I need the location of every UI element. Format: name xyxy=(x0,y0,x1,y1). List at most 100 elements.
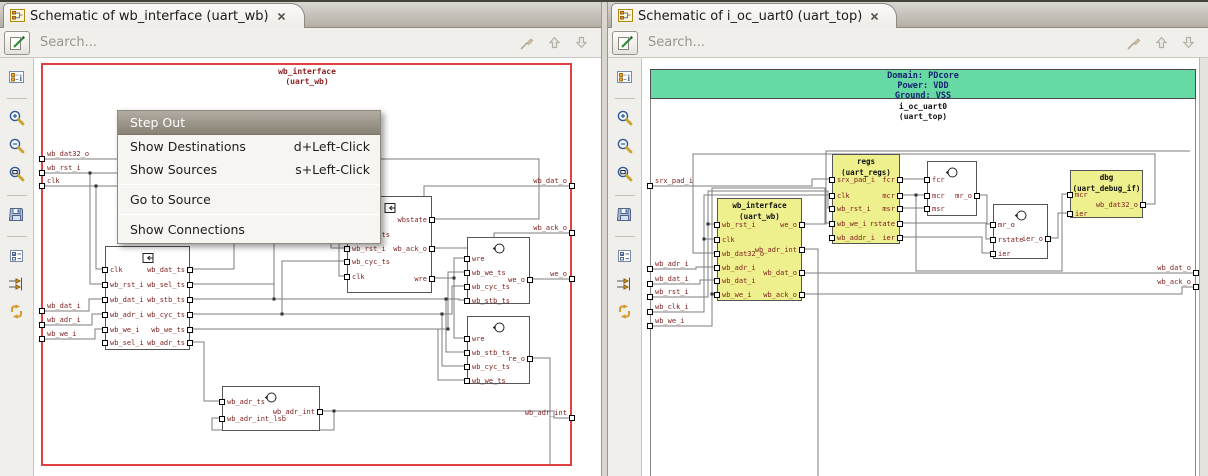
port-stub xyxy=(1045,236,1051,242)
port-label: fcr xyxy=(932,176,945,184)
reload-button[interactable] xyxy=(612,301,638,325)
zoom-in-button[interactable] xyxy=(4,107,30,131)
zoom-in-button[interactable] xyxy=(612,107,638,131)
reload-button[interactable] xyxy=(4,301,30,325)
menu-item-show-connections[interactable]: Show Connections xyxy=(118,218,380,241)
properties-button[interactable]: i xyxy=(612,66,638,90)
tab-schematic-i-oc-uart0[interactable]: Schematic of i_oc_uart0 (uart_top) xyxy=(611,3,897,28)
save-icon xyxy=(616,206,633,226)
port-clk: clk xyxy=(714,236,801,245)
toolbar-separator xyxy=(614,98,635,99)
port-label: wre xyxy=(472,255,485,263)
port-we_o: we_o xyxy=(468,276,533,285)
close-icon[interactable] xyxy=(870,12,879,21)
options-button[interactable] xyxy=(612,245,638,269)
logic-icon xyxy=(492,240,506,259)
port-wb_adr_i: wb_adr_i xyxy=(102,311,189,320)
port-clk: clk xyxy=(829,192,899,201)
logic-icon xyxy=(264,389,278,408)
broom-icon[interactable] xyxy=(519,35,535,51)
domain-line: Domain: PDcore xyxy=(887,71,959,81)
port-wb_we_i: wb_we_i xyxy=(829,220,899,229)
port-label: wb_adr_i xyxy=(722,264,756,272)
close-icon[interactable] xyxy=(277,12,286,21)
port-stub xyxy=(647,281,653,287)
arrow-down-icon[interactable] xyxy=(1181,35,1196,50)
zoom-selection-button[interactable] xyxy=(612,163,638,187)
schematic-icon xyxy=(10,7,25,26)
port-wb_cyc_ts: wb_cyc_ts xyxy=(464,363,529,372)
menu-item-label: Show Connections xyxy=(130,222,245,237)
pane-splitter[interactable] xyxy=(601,2,608,476)
port-stub xyxy=(187,327,193,333)
instance-name: i_oc_uart0 xyxy=(898,102,948,111)
tab-schematic-wb-interface[interactable]: Schematic of wb_interface (uart_wb) xyxy=(3,3,305,28)
port-label: ier xyxy=(882,234,895,242)
zoom-selection-button[interactable] xyxy=(4,163,30,187)
properties-button[interactable]: i xyxy=(4,66,30,90)
toolbar-separator xyxy=(6,98,27,99)
svg-text:i: i xyxy=(20,73,23,83)
zoom-out-button[interactable] xyxy=(612,135,638,159)
trace-button[interactable] xyxy=(4,273,30,297)
boundary-port-label: wb_adr_i xyxy=(47,316,81,324)
port-stub xyxy=(187,282,193,288)
port-stub xyxy=(569,276,575,282)
port-stub xyxy=(897,177,903,183)
block-wb-fsm[interactable]: wb_stb_tswb_rst_iwb_cyc_tsclkwbstatewb_a… xyxy=(344,196,435,293)
port-stub xyxy=(1140,202,1146,208)
save-button[interactable] xyxy=(4,204,30,228)
port-msr: msr xyxy=(833,205,903,214)
menu-item-go-to-source[interactable]: Go to Source xyxy=(118,188,380,211)
port-stub xyxy=(39,308,45,314)
right-schematic-canvas[interactable]: Domain: PDcore Power: VDD Ground: VSS i_… xyxy=(642,58,1199,476)
left-tab-bar: Schematic of wb_interface (uart_wb) xyxy=(0,2,601,28)
search-edit-button[interactable] xyxy=(612,30,638,55)
port-wb_adr_int: wb_adr_int xyxy=(223,408,323,417)
search-input[interactable] xyxy=(38,34,511,51)
block-subtitle: (uart_debug_if) xyxy=(1072,184,1141,193)
port-wb_rst_i: wb_rst_i xyxy=(829,205,899,214)
port-label: msr xyxy=(932,205,945,213)
search-input[interactable] xyxy=(646,34,1118,51)
port-wb_addr_i: wb_addr_i xyxy=(829,234,899,243)
menu-item-step-out[interactable]: Step Out xyxy=(118,111,380,135)
port-label: wb_we_ts xyxy=(151,326,185,334)
boundary-port-label: wb_clk_i xyxy=(655,303,689,311)
port-srx_pad_i: srx_pad_i xyxy=(829,176,899,185)
tab-title: Schematic of i_oc_uart0 (uart_top) xyxy=(638,8,863,24)
register-icon xyxy=(141,249,154,268)
port-wb_adr_ts: wb_adr_ts xyxy=(219,398,319,407)
options-icon xyxy=(616,248,633,267)
options-button[interactable] xyxy=(4,245,30,269)
search-edit-button[interactable] xyxy=(4,30,30,55)
logic-icon xyxy=(945,164,959,183)
broom-icon[interactable] xyxy=(1126,35,1142,51)
save-button[interactable] xyxy=(612,204,638,228)
block-subtitle: (uart_regs) xyxy=(841,168,891,177)
port-label: wb_we_i xyxy=(722,291,752,299)
arrow-down-icon[interactable] xyxy=(574,35,589,50)
port-stub xyxy=(102,267,108,273)
arrow-up-icon[interactable] xyxy=(1154,35,1169,50)
port-wre: wre xyxy=(348,275,435,284)
port-stub xyxy=(647,309,653,315)
zoom-out-button[interactable] xyxy=(4,135,30,159)
logic-icon xyxy=(1014,207,1028,226)
port-wb_cyc_ts: wb_cyc_ts xyxy=(106,311,193,320)
trace-button[interactable] xyxy=(612,273,638,297)
arrow-up-icon[interactable] xyxy=(547,35,562,50)
vertical-scrollbar[interactable] xyxy=(1199,58,1208,476)
port-label: wb_cyc_ts xyxy=(147,311,185,319)
